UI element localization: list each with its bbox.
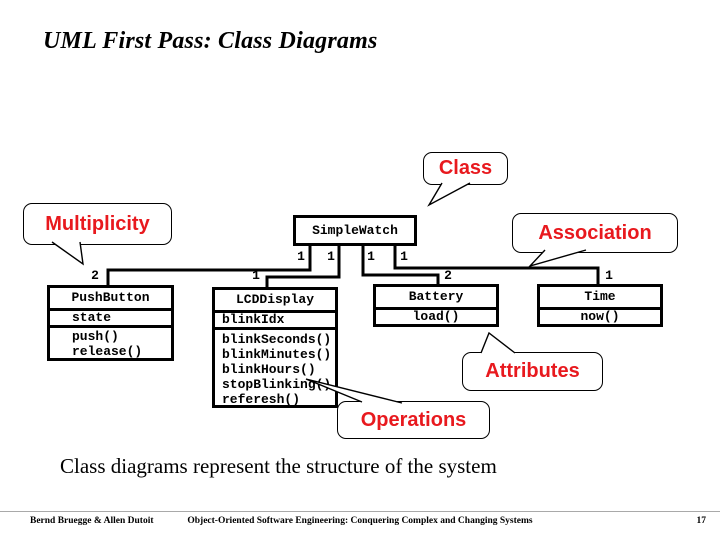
class-name: LCDDisplay xyxy=(235,292,314,307)
multiplicity-label: 1 xyxy=(400,249,408,264)
callout-operations: Operations xyxy=(337,401,490,439)
class-box-battery: Battery load() xyxy=(373,284,499,327)
class-box-pushbutton: PushButton state push() release() xyxy=(47,285,174,361)
attribute: blinkIdx xyxy=(222,312,285,327)
callout-multiplicity: Multiplicity xyxy=(23,203,172,245)
multiplicity-label: 2 xyxy=(91,268,99,283)
footer-page-number: 17 xyxy=(696,516,707,526)
footer: Bernd Bruegge & Allen Dutoit Object-Orie… xyxy=(0,516,720,530)
callout-class: Class xyxy=(423,152,508,185)
operation: blinkMinutes() xyxy=(222,347,332,362)
attribute: state xyxy=(72,310,112,325)
operation: now() xyxy=(580,309,620,324)
multiplicity-label: 2 xyxy=(444,268,452,283)
multiplicity-label: 1 xyxy=(297,249,305,264)
class-name: Time xyxy=(584,289,616,304)
callout-multiplicity-tail xyxy=(51,241,84,266)
multiplicity-label: 1 xyxy=(605,268,613,283)
callout-operations-label: Operations xyxy=(360,408,467,431)
operation: stopBlinking() xyxy=(222,377,332,392)
class-box-time: Time now() xyxy=(537,284,663,327)
operations-compartment: blinkSeconds() blinkMinutes() blinkHours… xyxy=(215,327,335,407)
footer-book-title: Object-Oriented Software Engineering: Co… xyxy=(187,516,533,526)
operation: blinkSeconds() xyxy=(222,332,332,347)
callout-association-label: Association xyxy=(538,221,652,244)
operations-compartment: push() release() xyxy=(50,325,171,359)
operation: release() xyxy=(72,344,143,359)
footer-authors: Bernd Bruegge & Allen Dutoit xyxy=(30,516,154,526)
operation: load() xyxy=(412,309,460,324)
multiplicity-label: 1 xyxy=(367,249,375,264)
callout-attributes-tail xyxy=(480,331,516,354)
class-name: Battery xyxy=(408,289,464,304)
operation: push() xyxy=(72,329,119,344)
operations-compartment: now() xyxy=(540,307,660,324)
class-box-lcddisplay: LCDDisplay blinkIdx blinkSeconds() blink… xyxy=(212,287,338,408)
slide-title: UML First Pass: Class Diagrams xyxy=(43,28,378,54)
attributes-compartment: blinkIdx xyxy=(215,310,335,327)
callout-class-label: Class xyxy=(438,157,493,179)
association-line-pushbutton xyxy=(106,246,312,288)
class-name: SimpleWatch xyxy=(312,223,398,238)
callout-attributes: Attributes xyxy=(462,352,603,391)
footer-divider xyxy=(0,511,720,512)
operations-compartment: load() xyxy=(376,307,496,324)
attributes-compartment: state xyxy=(50,308,171,325)
operation: blinkHours() xyxy=(222,362,316,377)
multiplicity-label: 1 xyxy=(327,249,335,264)
callout-attributes-label: Attributes xyxy=(485,360,580,382)
operation: referesh() xyxy=(222,392,301,407)
multiplicity-label: 1 xyxy=(252,268,260,283)
class-name: PushButton xyxy=(71,290,150,305)
class-box-simplewatch: SimpleWatch xyxy=(293,215,417,246)
callout-multiplicity-label: Multiplicity xyxy=(45,212,150,235)
body-text: Class diagrams represent the structure o… xyxy=(60,454,497,478)
callout-class-tail xyxy=(427,182,471,207)
callout-association: Association xyxy=(512,213,678,253)
